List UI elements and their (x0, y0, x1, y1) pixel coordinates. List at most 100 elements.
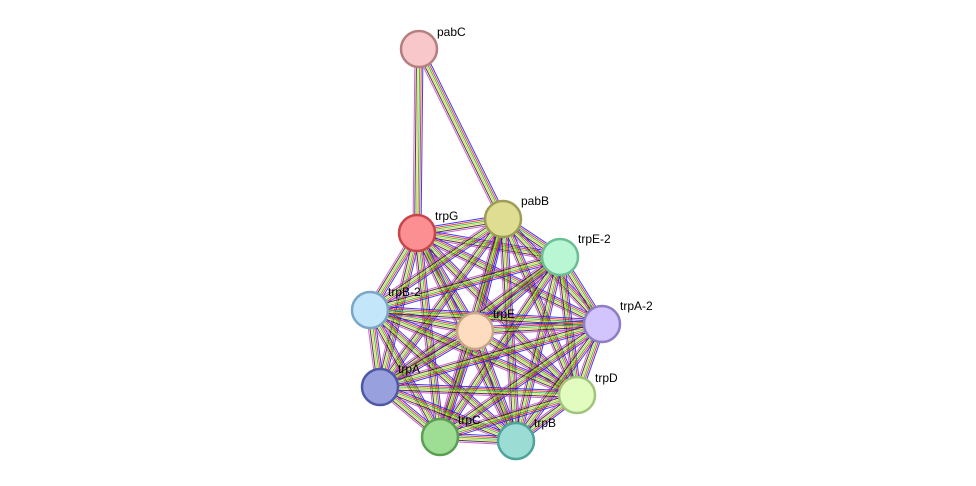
edge-trpa-trpb (378, 382, 518, 446)
edge-strand (420, 49, 424, 234)
edge-strand (419, 48, 505, 219)
edge-strand (422, 47, 508, 218)
edge-pabc-trpg (412, 48, 424, 234)
node-label: trpC (458, 413, 481, 427)
node-trpc[interactable]: trpC (420, 413, 481, 457)
edge-strand (437, 320, 600, 435)
node-trpa[interactable]: trpA (360, 362, 420, 407)
edge-strand (514, 323, 602, 441)
node-trpd[interactable]: trpD (557, 371, 618, 415)
edge-strand (514, 256, 560, 441)
node-label: trpE (493, 307, 515, 321)
edge-strand (369, 310, 577, 397)
node-label: pabC (437, 25, 466, 39)
edge-strand (563, 256, 582, 395)
edge-strand (440, 396, 578, 440)
edge-strand (475, 329, 578, 395)
edge-strand (438, 390, 576, 434)
edge-strand (512, 321, 600, 439)
edge-strand (418, 232, 443, 437)
edge-strand (475, 330, 518, 441)
edge-strand (370, 305, 603, 321)
edge-strand (503, 218, 579, 395)
edge-strand (501, 219, 577, 396)
node-circle[interactable] (455, 311, 495, 351)
edge-strand (381, 382, 518, 438)
edge-strand (476, 328, 579, 394)
edge-strand (369, 255, 560, 310)
edge-strand (368, 216, 502, 309)
edge-strand (439, 392, 577, 436)
edge-strand (418, 49, 422, 234)
node-pabb[interactable]: pabB (483, 194, 549, 239)
edge-strand (420, 47, 506, 219)
node-circle[interactable] (399, 29, 439, 69)
node-circle[interactable] (360, 367, 400, 407)
edge-strand (417, 231, 603, 324)
node-circle[interactable] (350, 290, 390, 330)
edge-strand (500, 219, 576, 397)
node-label: trpB-2 (388, 285, 421, 299)
edge-strand (378, 319, 602, 384)
edge-strand (417, 49, 503, 220)
edge-strand (379, 390, 577, 400)
node-circle[interactable] (420, 417, 460, 457)
edge-strand (369, 217, 503, 310)
edge-pabb-trpb-2 (367, 215, 506, 314)
node-trpb-2[interactable]: trpB-2 (350, 285, 421, 330)
edge-strand (517, 257, 563, 442)
edge-strand (370, 219, 504, 312)
edge-strand (369, 310, 516, 442)
edge-strand (438, 256, 560, 437)
edge-strand (380, 324, 603, 389)
edge-strand (368, 311, 577, 398)
node-trpe-2[interactable]: trpE-2 (540, 232, 611, 277)
node-circle[interactable] (540, 237, 580, 277)
node-label: trpD (595, 371, 618, 385)
edge-trpb-2-trpd (368, 305, 579, 400)
edge-strand (379, 321, 602, 386)
edge-strand (380, 385, 578, 395)
edge-strand (416, 49, 502, 221)
edge-strand (476, 327, 580, 393)
edge-strand (441, 325, 604, 440)
node-label: trpG (435, 209, 458, 223)
node-circle[interactable] (496, 421, 536, 461)
edge-pabc-pabb (414, 47, 508, 221)
node-trpg[interactable]: trpG (397, 209, 458, 253)
edge-strand (478, 329, 521, 440)
node-circle[interactable] (557, 375, 597, 415)
node-circle[interactable] (483, 199, 523, 239)
edge-strand (498, 220, 574, 397)
edge-trpe-2-trpc (436, 254, 564, 440)
edge-strand (380, 382, 578, 392)
edge-strand (517, 325, 605, 443)
edge-strand (414, 48, 418, 233)
node-circle[interactable] (397, 213, 437, 253)
edge-strand (380, 384, 578, 394)
edge-strand (415, 48, 419, 233)
edge-strand (379, 322, 602, 387)
edge-strand (418, 230, 580, 394)
edge-trpe-2-trpb-2 (368, 252, 562, 315)
node-label: trpB (534, 416, 556, 430)
node-trpa-2[interactable]: trpA-2 (582, 299, 653, 344)
edge-strand (474, 322, 602, 331)
node-circle[interactable] (582, 304, 622, 344)
edge-strand (414, 50, 500, 221)
edge-strand (371, 307, 518, 440)
node-pabc[interactable]: pabC (399, 25, 466, 69)
edge-strand (378, 388, 516, 444)
edge-strand (370, 258, 561, 313)
edge-strand (511, 255, 557, 441)
edge-strand (370, 257, 561, 312)
node-trpe[interactable]: trpE (455, 307, 515, 351)
edge-strand (371, 220, 505, 313)
edge-strand (415, 234, 602, 327)
edge-strand (473, 331, 516, 442)
edge-strand (379, 387, 516, 443)
edge-strand (376, 216, 501, 385)
edge-strand (417, 49, 421, 234)
edge-strand (382, 221, 507, 390)
node-trpb[interactable]: trpB (496, 416, 556, 461)
